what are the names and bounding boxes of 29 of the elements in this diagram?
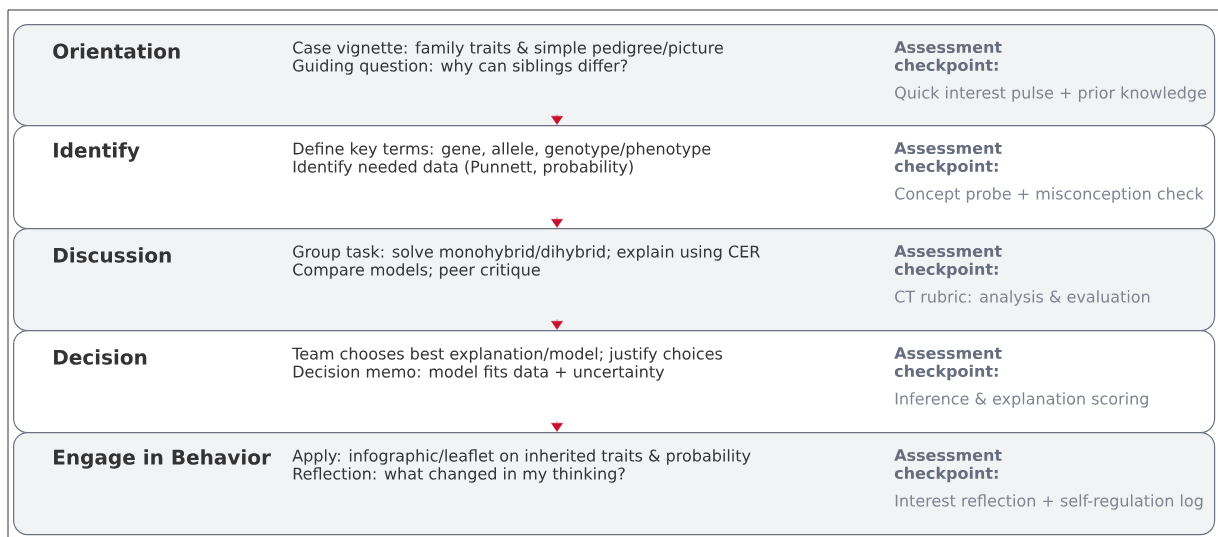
checkpoint-heading: Assessment checkpoint: <box>894 41 1002 75</box>
activity-text: Compare models; peer critique <box>293 263 540 279</box>
checkpoint-text: Inference & explanation scoring <box>895 392 1148 408</box>
checkpoint-text: CT rubric: analysis & evaluation <box>895 290 1150 306</box>
checkpoint-heading: Assessment checkpoint: <box>894 449 1002 483</box>
activity-text: Define key terms: gene, allele, genotype/phenotype <box>293 142 711 158</box>
activity-text: Case vignette: family traits & simple pedigree/picture <box>293 41 723 57</box>
checkpoint-heading: Assessment checkpoint: <box>894 142 1002 176</box>
stage-title: Decision <box>54 349 147 365</box>
activity-text: Apply: infographic/leaflet on inherited traits & probability <box>292 449 751 465</box>
checkpoint-text: Concept probe + misconception check <box>895 187 1204 203</box>
checkpoint-text: Interest reflection + self-regulation log <box>895 494 1203 510</box>
stage-title: Engage in Behavior <box>54 449 271 469</box>
arrow <box>551 113 563 125</box>
checkpoint-text: Quick interest pulse + prior knowledge <box>895 86 1206 102</box>
activity-text: Decision memo: model fits data + uncertainty <box>293 365 665 381</box>
arrow <box>551 318 563 330</box>
activity-text: Team chooses best explanation/model; justify choices <box>292 347 723 363</box>
stage-title: Orientation <box>53 43 180 59</box>
activity-text: Reflection: what changed in my thinking? <box>293 467 625 483</box>
activity-text: Guiding question: why can siblings differ? <box>293 59 628 75</box>
arrow <box>551 420 563 432</box>
checkpoint-heading: Assessment checkpoint: <box>894 347 1002 381</box>
stage-title: Discussion <box>54 247 171 263</box>
checkpoint-heading: Assessment checkpoint: <box>894 245 1002 279</box>
activity-text: Identify needed data (Punnett, probability) <box>293 160 633 176</box>
stage-title: Identify <box>54 142 140 162</box>
arrow <box>551 216 563 228</box>
activity-text: Group task: solve monohybrid/dihybrid; explain using CER <box>293 245 760 261</box>
